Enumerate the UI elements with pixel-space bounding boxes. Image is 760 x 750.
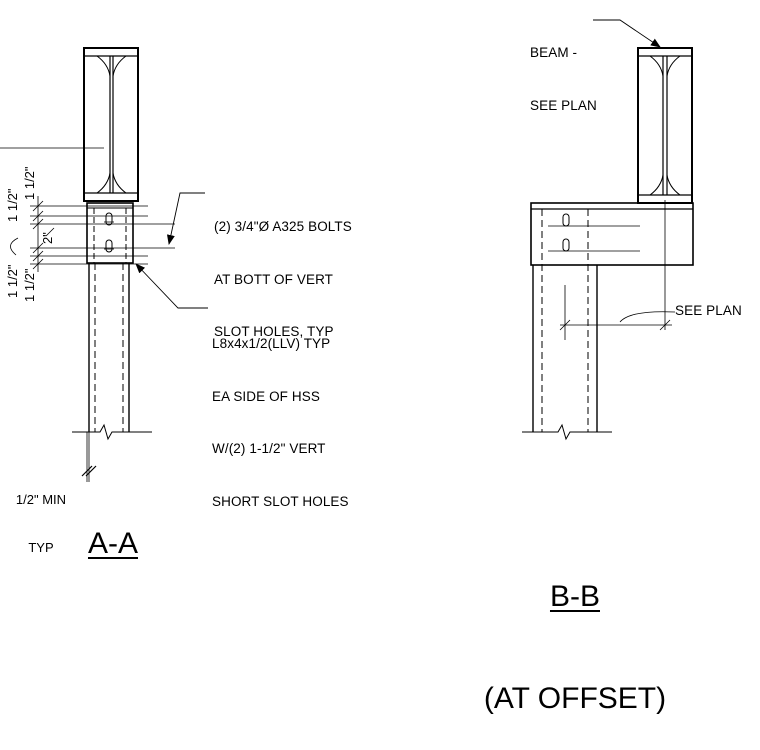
section-aa-drawing (0, 47, 208, 482)
aa-angle (86, 202, 134, 264)
gap-note: 1/2" MIN TYP (15, 492, 67, 555)
see-plan-note: SEE PLAN (675, 303, 742, 318)
bb-offset-dimension (559, 200, 676, 340)
dim-upper-left: 1 1/2" (5, 188, 20, 222)
bb-column (522, 209, 612, 441)
detail-drawing (0, 19, 694, 482)
aa-leaders (135, 192, 208, 309)
section-bb-title-line1: B-B (549, 580, 600, 613)
dim-upper-right: 1 1/2" (22, 166, 37, 200)
aa-column (72, 263, 152, 482)
aa-dimension-lines (0, 147, 175, 272)
beam-note: BEAM - SEE PLAN (530, 45, 597, 113)
bb-beam (637, 47, 693, 204)
aa-beam (83, 47, 139, 202)
section-aa-title: A-A (87, 527, 138, 560)
dim-middle: 2" (40, 232, 55, 244)
bb-leaders (593, 19, 661, 48)
section-bb-title: B-B (AT OFFSET) (470, 512, 680, 750)
angle-note: L8x4x1/2(LLV) TYP EA SIDE OF HSS W/(2) 1… (212, 336, 349, 509)
dim-lower-right: 1 1/2" (22, 268, 37, 302)
bb-angle (530, 202, 694, 266)
bolt-note: (2) 3/4"Ø A325 BOLTS AT BOTT OF VERT SLO… (214, 219, 352, 339)
section-bb-drawing (522, 19, 694, 441)
section-bb-title-line2: (AT OFFSET) (483, 682, 667, 715)
dim-lower-left: 1 1/2" (5, 264, 20, 298)
